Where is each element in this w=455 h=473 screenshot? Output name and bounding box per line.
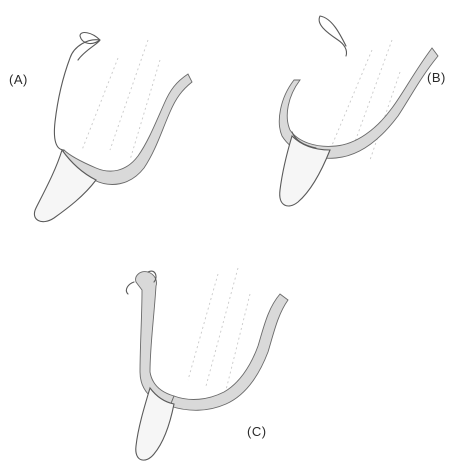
label-c: (C) bbox=[247, 424, 267, 439]
figure-b bbox=[279, 16, 438, 206]
figure-a bbox=[34, 33, 192, 222]
curl-outline bbox=[319, 16, 346, 56]
flap-outline bbox=[54, 40, 100, 150]
sheath-band bbox=[279, 48, 438, 158]
label-a: (A) bbox=[9, 72, 28, 87]
tip-shape bbox=[34, 150, 96, 222]
sheath-band-right bbox=[170, 294, 288, 410]
flap-loop bbox=[80, 33, 100, 44]
sheath-band bbox=[60, 74, 192, 184]
sheath-band-left bbox=[136, 272, 174, 406]
label-b: (B) bbox=[427, 70, 446, 85]
